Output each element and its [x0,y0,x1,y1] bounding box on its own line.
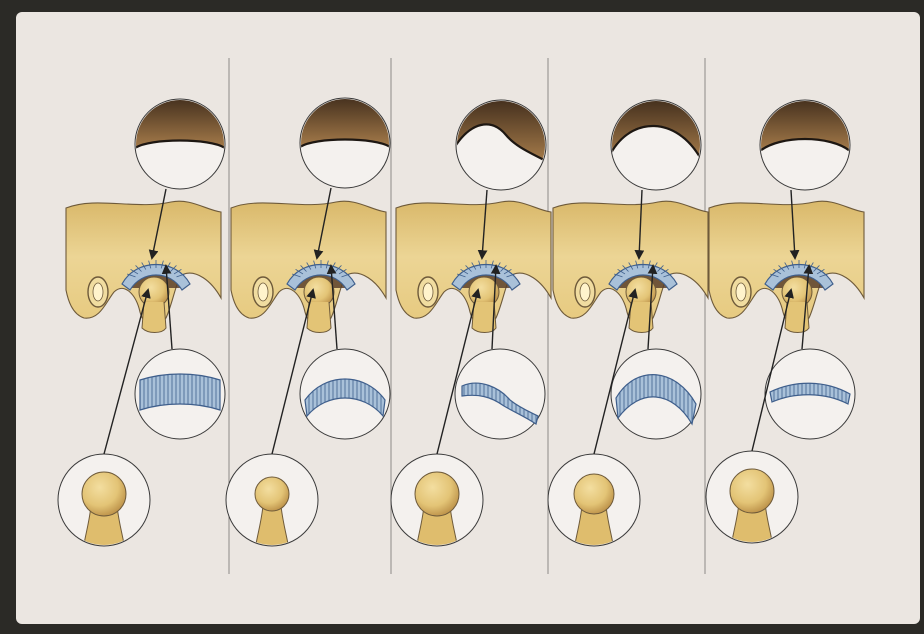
ear-canal-inner [736,283,746,301]
joint-condyle-neck [307,302,331,333]
ear-canal-inner [580,283,590,301]
disc-detail [611,349,701,439]
condyle-head [574,474,614,514]
joint-condyle-neck [142,302,166,333]
disc-detail [765,349,855,439]
disc-detail [455,349,545,439]
condyle-head [415,472,459,516]
condyle-head [730,469,774,513]
ear-canal-inner [258,283,268,301]
condyle-head [255,477,289,511]
ear-canal-inner [93,283,103,301]
disc-detail [135,349,225,439]
condyle-head [82,472,126,516]
ear-canal-inner [423,283,433,301]
disc-detail [300,349,390,439]
